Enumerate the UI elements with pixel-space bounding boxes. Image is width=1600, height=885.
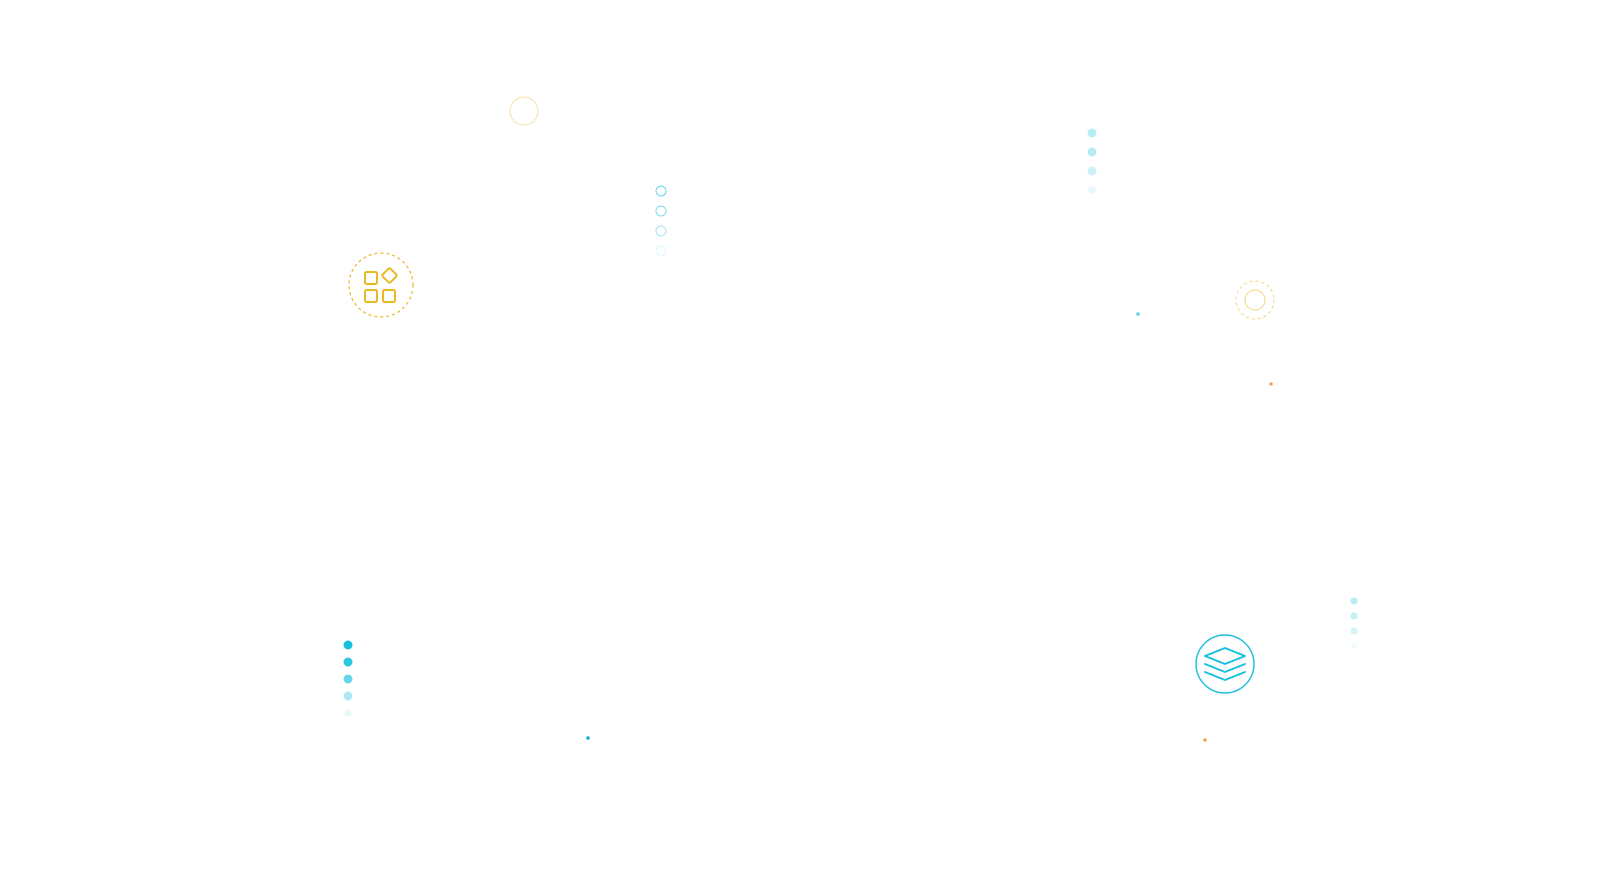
dashed-ring-pin — [1235, 280, 1275, 385]
orange-stick-upper — [1269, 382, 1273, 442]
dot-column-bottom-left — [343, 640, 353, 717]
apps-grid-pin — [348, 252, 414, 448]
hollow-dot-column — [655, 185, 667, 257]
cyan-stick-upper — [1136, 312, 1140, 368]
orange-stick-lower — [1203, 738, 1207, 826]
faint-ring-pin — [509, 96, 539, 232]
layers-stack-pin — [1195, 634, 1255, 812]
layers-stack-icon — [1204, 647, 1246, 681]
dot-column-top-right — [1087, 128, 1097, 194]
apps-grid-icon — [364, 267, 398, 303]
dot-column-bottom-right — [1350, 597, 1358, 649]
blue-stick-lower — [586, 736, 590, 825]
